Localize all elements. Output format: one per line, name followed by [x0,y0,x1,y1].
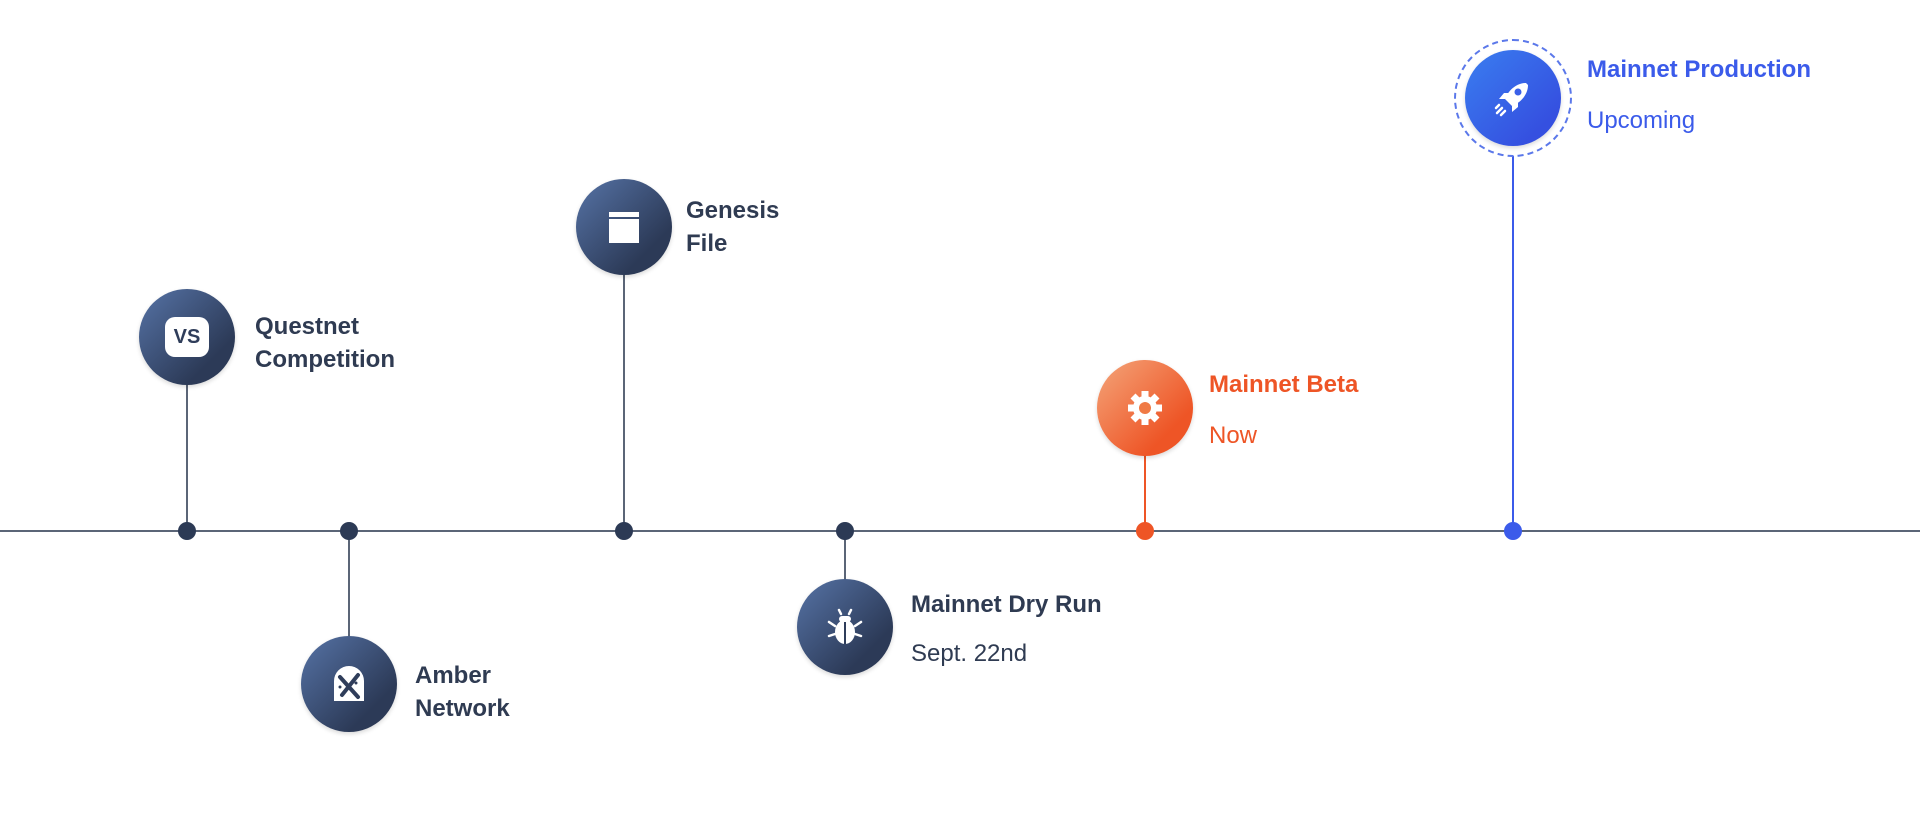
vs-icon: VS [165,317,209,357]
title-line: Network [415,695,510,722]
stem [623,227,625,531]
rocket-icon [1494,83,1528,117]
milestone-production[interactable] [1465,50,1561,146]
title-line: Questnet [255,313,360,340]
milestone-title: Amber Network [415,659,510,725]
milestone-dot [836,522,854,540]
stem [186,337,188,531]
tools-icon [334,666,364,701]
milestone-date: Sept. 22nd [911,640,1028,667]
milestone-title: Mainnet Beta [1209,371,1359,398]
milestone-title: Mainnet Dry Run [911,591,1102,618]
milestone-title: Questnet Competition [255,310,395,376]
milestone-dot [1136,522,1154,540]
milestone-title: Mainnet Production [1587,56,1811,83]
milestone-status: Now [1209,422,1258,449]
milestone-title: Genesis File [686,194,779,260]
milestone-dot [1504,522,1522,540]
title-line: File [686,230,728,257]
milestone-status: Upcoming [1587,107,1696,134]
milestone-dry-run[interactable] [797,579,893,675]
stem [1144,408,1146,531]
milestone-dot [178,522,196,540]
dashed-ring [1454,39,1572,157]
milestone-amber[interactable] [301,636,397,732]
title-line: Amber [415,662,492,689]
stem [348,531,350,684]
bug-icon [827,608,863,644]
milestone-questnet[interactable]: VS [139,289,235,385]
gear-icon [1128,391,1162,425]
title-line: Competition [255,346,395,373]
milestone-beta[interactable] [1097,360,1193,456]
folder-icon [609,212,639,243]
milestone-genesis[interactable] [576,179,672,275]
stem [1512,156,1514,531]
milestone-dot [615,522,633,540]
milestone-dot [340,522,358,540]
title-line: Genesis [686,197,780,224]
timeline-axis [0,530,1920,532]
